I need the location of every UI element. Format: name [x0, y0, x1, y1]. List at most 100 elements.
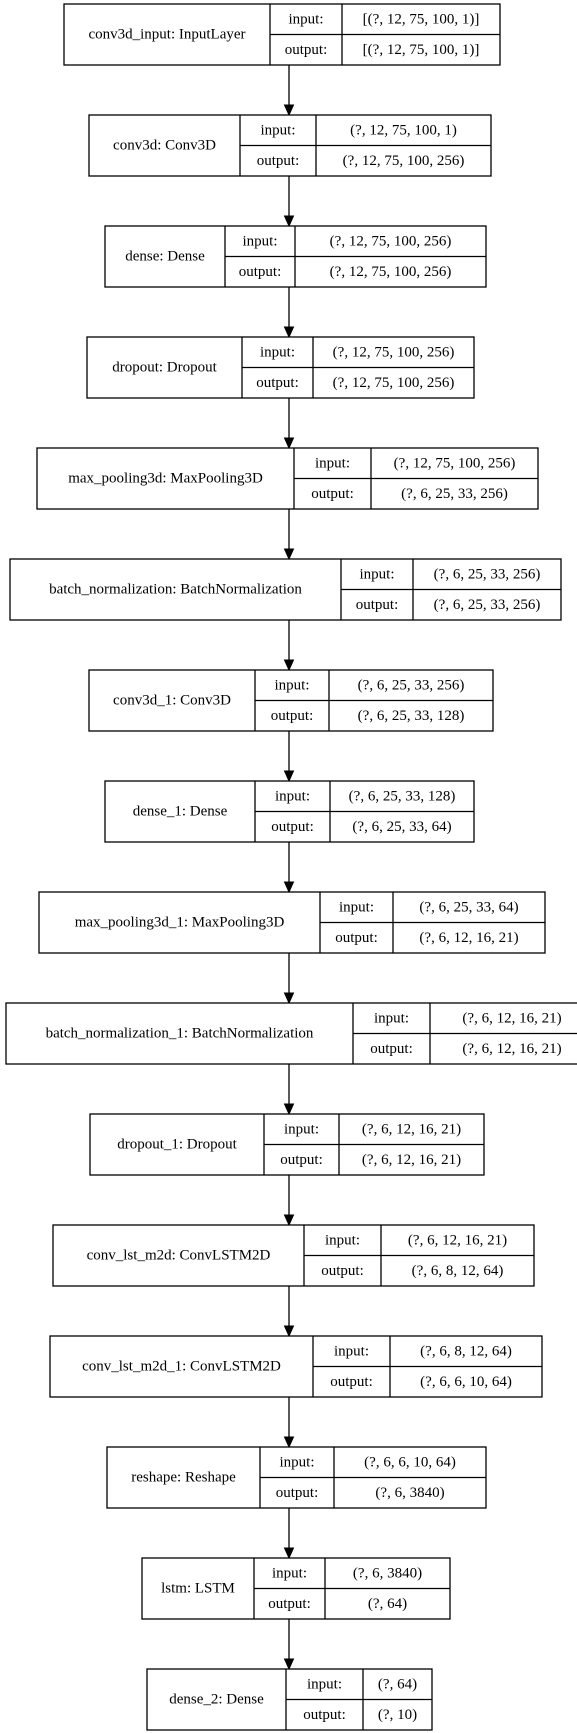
input-label: input:	[242, 233, 277, 249]
input-shape: (?, 6, 6, 10, 64)	[364, 1454, 456, 1470]
layer-name: batch_normalization_1: BatchNormalizatio…	[46, 1026, 314, 1042]
input-label: input:	[374, 1010, 409, 1026]
output-shape: (?, 12, 75, 100, 256)	[333, 375, 455, 391]
output-shape: (?, 6, 12, 16, 21)	[362, 1152, 461, 1168]
input-shape: (?, 6, 25, 33, 128)	[349, 788, 456, 804]
output-label: output:	[321, 1263, 364, 1279]
arrow-head-icon	[283, 770, 295, 783]
layer-name: max_pooling3d: MaxPooling3D	[68, 471, 263, 487]
diagram-nodes: conv3d_input: InputLayer input: output: [(?…	[5, 3, 577, 1731]
layer-node: max_pooling3d: MaxPooling3Dinput:output:…	[36, 447, 539, 510]
layer-node: max_pooling3d_1: MaxPooling3D input: outpu…	[38, 891, 546, 954]
output-shape: (?, 6, 3840)	[375, 1485, 444, 1501]
layer-name: conv3d_input: InputLayer	[88, 27, 245, 43]
diagram-edges	[283, 65, 295, 1671]
layer-name: dropout_1: Dropout	[117, 1137, 237, 1153]
layer-name: conv_lst_m2d: ConvLSTM2D	[87, 1248, 271, 1264]
layer-name: dense_2: Dense	[169, 1692, 264, 1708]
layer-name: dense_1: Dense	[133, 804, 228, 820]
output-shape: (?, 6, 25, 33, 64)	[352, 819, 451, 835]
input-shape: (?, 6, 3840)	[353, 1565, 422, 1581]
input-shape: (?, 12, 75, 100, 1)	[350, 122, 457, 138]
arrow-head-icon	[283, 1436, 295, 1449]
input-label: input:	[274, 677, 309, 693]
input-label: input:	[315, 455, 350, 471]
output-shape: (?, 64)	[368, 1596, 407, 1612]
input-label: input:	[339, 899, 374, 915]
input-label: input:	[288, 11, 323, 27]
output-label: output:	[256, 375, 299, 391]
layer-name: max_pooling3d_1: MaxPooling3D	[75, 915, 285, 931]
output-shape: (?, 6, 25, 33, 256)	[434, 597, 541, 613]
arrow-head-icon	[283, 1103, 295, 1116]
arrow-head-icon	[283, 326, 295, 339]
input-shape: (?, 6, 12, 16, 21)	[462, 1010, 561, 1026]
input-shape: (?, 12, 75, 100, 256)	[333, 344, 455, 360]
output-shape: (?, 12, 75, 100, 256)	[330, 264, 452, 280]
layer-name: conv3d: Conv3D	[113, 138, 216, 154]
output-shape: (?, 6, 25, 33, 256)	[401, 486, 508, 502]
output-label: output:	[268, 1596, 311, 1612]
output-shape: (?, 6, 6, 10, 64)	[420, 1374, 512, 1390]
input-label: input:	[279, 1454, 314, 1470]
input-shape: (?, 6, 12, 16, 21)	[362, 1121, 461, 1137]
arrow-head-icon	[283, 215, 295, 228]
input-shape: (?, 64)	[378, 1676, 417, 1692]
arrow-head-icon	[283, 1547, 295, 1560]
output-label: output:	[303, 1707, 346, 1723]
layer-node: dropout: Dropout input: output: (?, 12, 75,…	[86, 336, 475, 399]
output-shape: (?, 6, 8, 12, 64)	[412, 1263, 504, 1279]
input-label: input:	[275, 788, 310, 804]
layer-node: dense_2: Dense input: output: (?, 64) (?, 10…	[146, 1668, 433, 1731]
output-label: output:	[257, 153, 300, 169]
arrow-head-icon	[283, 1325, 295, 1338]
input-label: input:	[307, 1676, 342, 1692]
output-label: output:	[271, 708, 314, 724]
output-label: output:	[335, 930, 378, 946]
layer-node: conv3d_input: InputLayer input: output: [(?…	[63, 3, 501, 66]
arrow-head-icon	[283, 1658, 295, 1671]
output-shape: (?, 12, 75, 100, 256)	[343, 153, 465, 169]
arrow-head-icon	[283, 659, 295, 672]
input-shape: (?, 6, 8, 12, 64)	[420, 1343, 512, 1359]
output-label: output:	[285, 42, 328, 58]
layer-node: batch_normalization: BatchNormalizationi…	[9, 558, 562, 621]
input-label: input:	[284, 1121, 319, 1137]
layer-node: batch_normalization_1: BatchNormalizatio…	[5, 1002, 577, 1065]
arrow-head-icon	[283, 548, 295, 561]
input-label: input:	[334, 1343, 369, 1359]
layer-name: batch_normalization: BatchNormalization	[49, 582, 302, 598]
output-label: output:	[370, 1041, 413, 1057]
output-label: output:	[280, 1152, 323, 1168]
layer-node: conv_lst_m2d: ConvLSTM2D input: output: (?,…	[52, 1224, 535, 1287]
layer-name: reshape: Reshape	[131, 1470, 236, 1486]
layer-node: conv_lst_m2d_1: ConvLSTM2Dinput:output:(…	[49, 1335, 543, 1398]
arrow-head-icon	[283, 104, 295, 117]
input-label: input:	[260, 344, 295, 360]
output-shape: (?, 10)	[378, 1707, 417, 1723]
input-shape: (?, 12, 75, 100, 256)	[394, 455, 516, 471]
input-label: input:	[272, 1565, 307, 1581]
input-shape: [(?, 12, 75, 100, 1)]	[363, 11, 480, 27]
layer-name: conv3d_1: Conv3D	[113, 693, 231, 709]
layer-name: dropout: Dropout	[112, 360, 217, 376]
layer-node: conv3d: Conv3D input: output: (?, 12, 75, 1…	[88, 114, 492, 177]
input-label: input:	[260, 122, 295, 138]
layer-node: dropout_1: Dropout input: output: (?, 6, 12…	[89, 1113, 485, 1176]
layer-name: dense: Dense	[125, 249, 205, 265]
input-label: input:	[325, 1232, 360, 1248]
output-shape: (?, 6, 25, 33, 128)	[358, 708, 465, 724]
output-label: output:	[330, 1374, 373, 1390]
output-label: output:	[356, 597, 399, 613]
arrow-head-icon	[283, 1214, 295, 1227]
input-shape: (?, 6, 25, 33, 256)	[434, 566, 541, 582]
arrow-head-icon	[283, 881, 295, 894]
input-shape: (?, 6, 25, 33, 256)	[358, 677, 465, 693]
output-shape: [(?, 12, 75, 100, 1)]	[363, 42, 480, 58]
input-shape: (?, 12, 75, 100, 256)	[330, 233, 452, 249]
